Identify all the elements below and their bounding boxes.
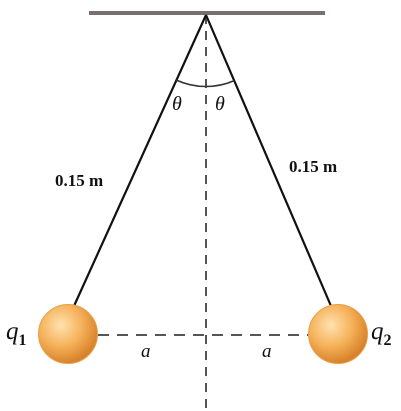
angle-arc-right — [205, 79, 235, 88]
charge-subscript-q2: 2 — [383, 332, 392, 349]
sphere-q1 — [38, 304, 98, 364]
angle-label-right: θ — [215, 93, 225, 115]
charge-label-q1: q1 — [6, 318, 27, 350]
ceiling-bar — [89, 11, 325, 15]
charge-label-q2: q2 — [371, 318, 392, 350]
right-string — [204, 14, 333, 307]
sphere-q2 — [308, 304, 368, 364]
charge-symbol-q1: q — [6, 318, 19, 345]
separation-label-left: a — [141, 341, 151, 362]
separation-label-right: a — [262, 341, 272, 362]
charge-subscript-q1: 1 — [18, 332, 27, 349]
left-string — [72, 14, 208, 307]
charge-symbol-q2: q — [371, 318, 384, 345]
length-label-left: 0.15 m — [55, 171, 104, 190]
length-label-right: 0.15 m — [289, 157, 338, 176]
angle-label-left: θ — [172, 93, 182, 115]
angle-arc-left — [176, 79, 207, 88]
